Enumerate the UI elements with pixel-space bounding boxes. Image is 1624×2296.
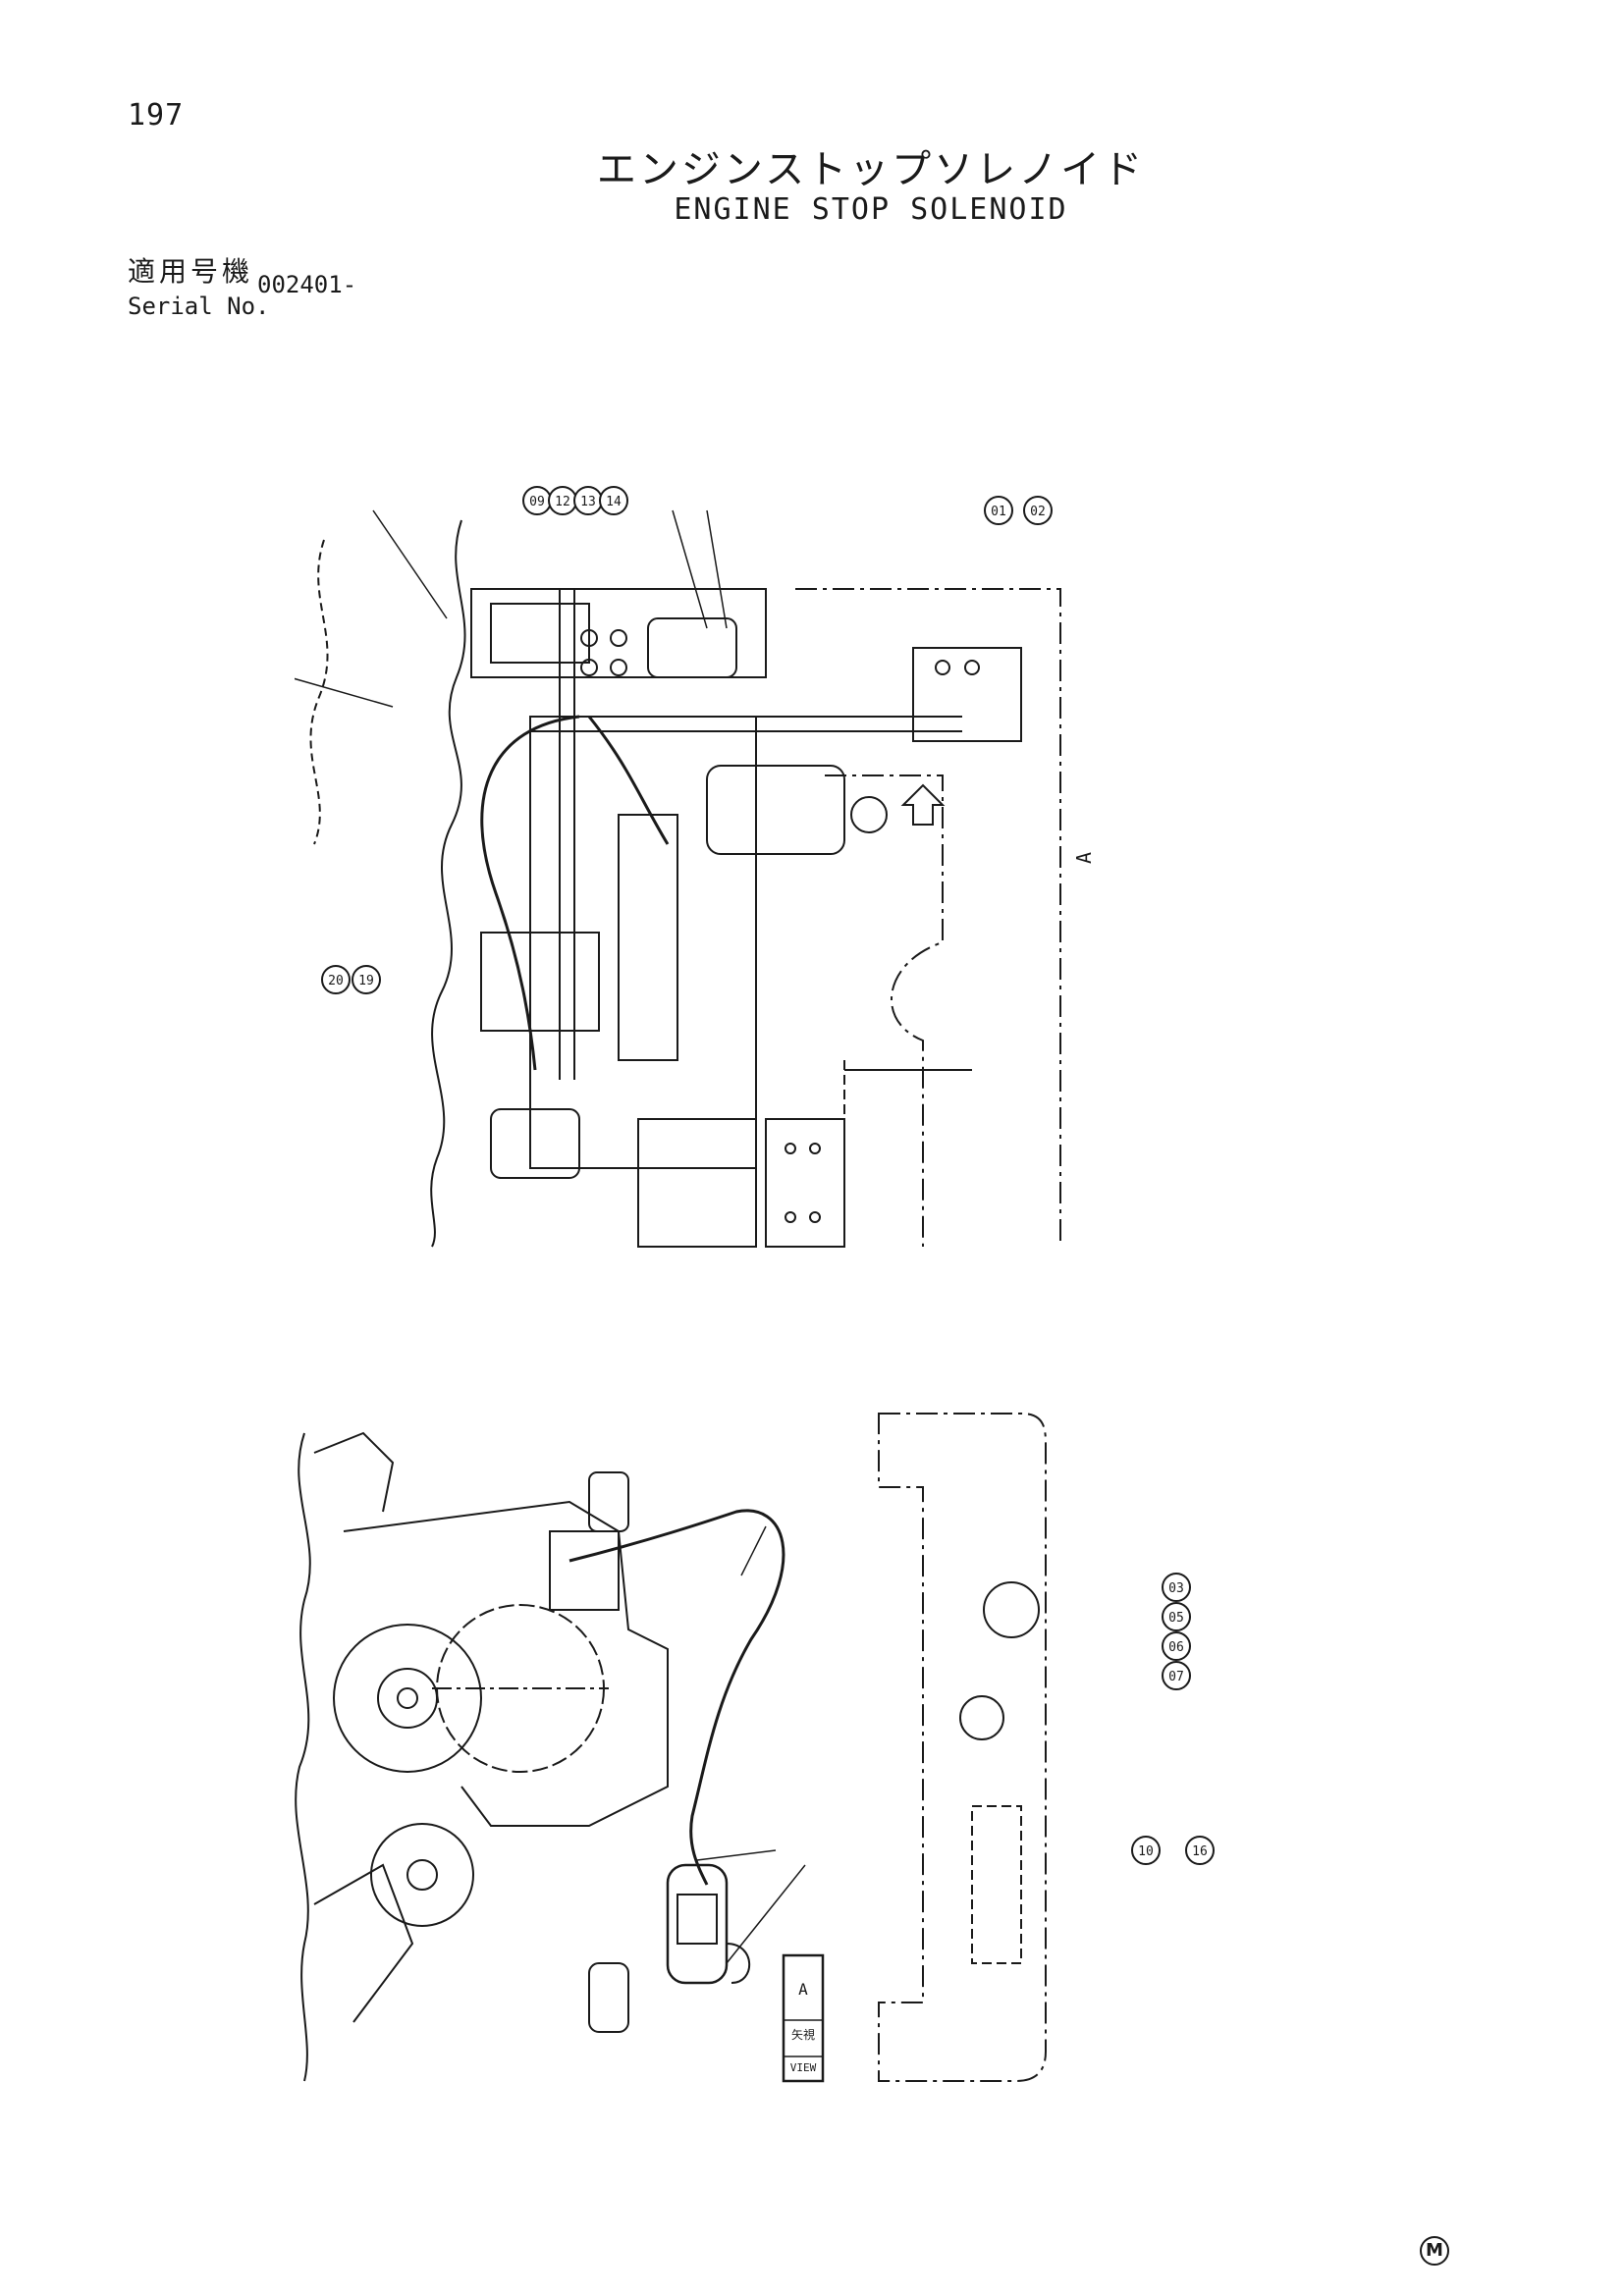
callout-19: 19	[358, 974, 374, 988]
callout-06: 06	[1168, 1640, 1184, 1655]
top-callout-group-left-side: 20 19	[321, 965, 381, 994]
arrow-a-label: A	[1072, 851, 1097, 865]
callout-05: 05	[1168, 1611, 1184, 1626]
callout-07: 07	[1168, 1670, 1184, 1684]
view-a-word: VIEW	[790, 2061, 817, 2074]
callout-16: 16	[1192, 1844, 1208, 1859]
top-callout-group-right: 01 02	[984, 496, 1053, 525]
callout-13: 13	[580, 495, 596, 509]
view-a-letter: A	[798, 1980, 808, 1999]
serial-label-en: Serial No.	[128, 293, 270, 320]
serial-number: 002401-	[257, 271, 357, 298]
bottom-engine-drawing	[295, 1413, 1047, 2083]
callout-20: 20	[328, 974, 344, 988]
page-title-en: ENGINE STOP SOLENOID	[674, 192, 1068, 227]
view-a-label-box: A 矢視 VIEW	[790, 1980, 817, 2074]
callout-12: 12	[555, 495, 570, 509]
callout-02: 02	[1030, 505, 1046, 519]
callout-03: 03	[1168, 1581, 1184, 1596]
callout-09: 09	[529, 495, 545, 509]
callout-01: 01	[991, 505, 1006, 519]
bottom-callout-group-lower: 10 16	[1131, 1836, 1215, 1865]
bottom-callout-group-right: 03 05 06 07	[1162, 1573, 1191, 1690]
serial-label-jp: 適用号機	[128, 255, 254, 288]
page-number: 197	[128, 98, 185, 133]
view-a-jp: 矢視	[791, 2027, 815, 2042]
top-callout-group-left: 09 12 13 14	[522, 486, 628, 515]
callout-10: 10	[1138, 1844, 1154, 1859]
callout-14: 14	[606, 495, 622, 509]
page-title-jp: エンジンストップソレノイド	[596, 147, 1146, 192]
top-engine-drawing	[295, 509, 1061, 1248]
stamp-m: M	[1420, 2236, 1449, 2266]
